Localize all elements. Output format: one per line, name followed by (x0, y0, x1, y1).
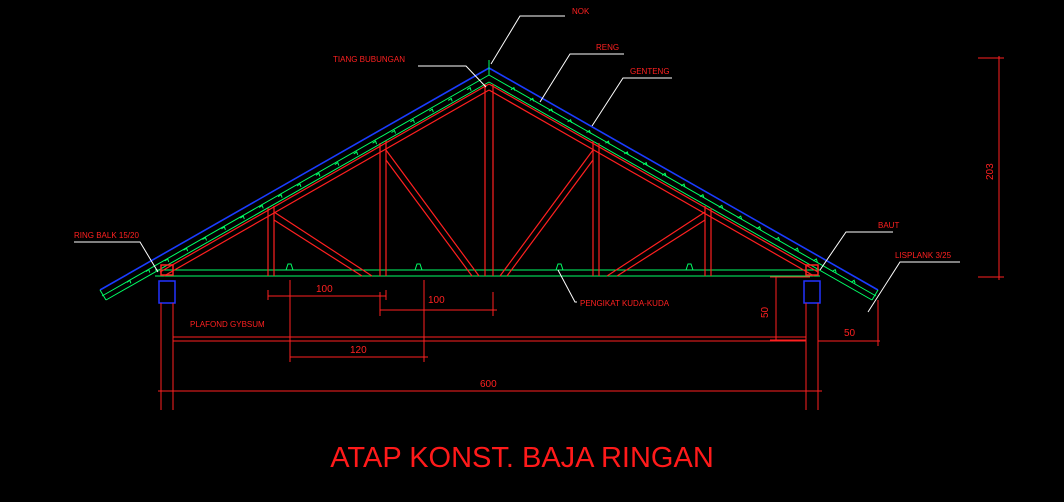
left-support (158, 264, 176, 410)
drawing-title: ATAP KONST. BAJA RINGAN (330, 442, 714, 474)
tile-hook (372, 140, 378, 145)
label-lisplank: LISPLANK 3/25 (895, 251, 952, 260)
tile-hook (145, 268, 151, 273)
tile-hook (277, 193, 283, 198)
tile-hook (410, 119, 415, 123)
dim-50-horizontal: 50 (844, 328, 856, 339)
roof-cover (99, 67, 879, 291)
tile-hook (624, 151, 629, 156)
tile-hook (548, 108, 554, 113)
tile-hook (813, 258, 818, 263)
label-reng: RENG (596, 43, 619, 52)
right-support (803, 264, 821, 410)
tile-hook (429, 108, 434, 113)
tile-hook (447, 97, 453, 102)
plafond-ceiling (173, 336, 806, 342)
label-baut: BAUT (878, 221, 899, 230)
tile-hook (831, 268, 837, 273)
label-nok: NOK (572, 7, 590, 16)
tile-hook (756, 226, 762, 230)
tile-hook (661, 172, 667, 177)
dim-203: 203 (985, 163, 996, 180)
dim-50-vertical: 50 (760, 306, 771, 318)
roof-outline (99, 60, 879, 301)
tile-hook (642, 161, 648, 166)
tile-hook (567, 119, 573, 123)
tile-hook (737, 215, 743, 220)
tile-hook (794, 247, 799, 252)
label-pengikat: PENGIKAT KUDA-KUDA (580, 299, 670, 308)
tile-hook (586, 129, 591, 134)
tile-hook (510, 86, 516, 91)
tile-hook (296, 183, 302, 188)
truss-members (159, 83, 819, 277)
tile-hook (775, 236, 780, 241)
label-plafond: PLAFOND GYBSUM (190, 320, 265, 329)
tile-hook (315, 172, 321, 177)
leader-lines (74, 15, 960, 313)
tile-hook (240, 215, 245, 220)
tile-hook (353, 151, 359, 156)
dimension-lines (158, 56, 1004, 392)
tile-hook (334, 161, 340, 166)
tile-hook (391, 129, 396, 134)
tile-hook (164, 258, 170, 263)
dim-600: 600 (480, 379, 497, 390)
tile-hook (126, 279, 132, 284)
tile-hook (699, 193, 705, 198)
tile-hook (718, 204, 724, 209)
label-ring-balk: RING BALK 15/20 (74, 231, 139, 240)
tile-hook (605, 140, 610, 145)
label-tiang-bubungan: TIANG BUBUNGAN (333, 55, 405, 64)
tile-hook (850, 279, 856, 284)
tile-hook (221, 226, 226, 230)
tile-hook (202, 236, 207, 241)
tile-hooks (126, 86, 856, 284)
dim-120: 120 (350, 345, 367, 356)
tile-hook (680, 183, 686, 188)
label-genteng: GENTENG (630, 67, 670, 76)
tile-hook (183, 247, 189, 252)
dim-100-b: 100 (428, 295, 445, 306)
tile-hook (258, 204, 264, 209)
tile-hook (466, 86, 472, 91)
dim-100-a: 100 (316, 284, 333, 295)
tile-hook (529, 97, 535, 102)
